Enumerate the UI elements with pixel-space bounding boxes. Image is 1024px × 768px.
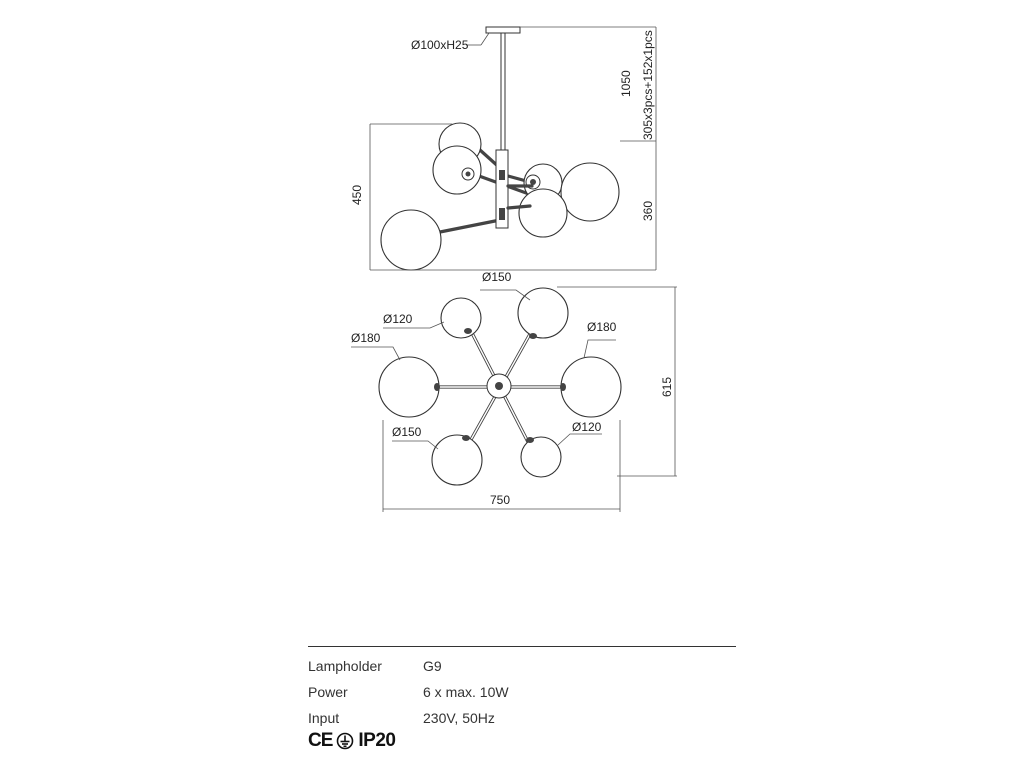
spec-value: G9 [423, 658, 442, 674]
spec-row-power: Power 6 x max. 10W [308, 679, 736, 705]
globe-top-lower-right [520, 436, 562, 478]
globe-label-lower-left: Ø150 [392, 425, 422, 439]
spec-table: Lampholder G9 Power 6 x max. 10W Input 2… [308, 646, 736, 731]
depth-615-label: 615 [660, 377, 674, 397]
ce-mark: CE [308, 730, 333, 751]
globe-top-left [378, 356, 440, 418]
spec-value: 6 x max. 10W [423, 684, 509, 700]
canopy-dimension-label: Ø100xH25 [411, 38, 469, 52]
globe-label-lower-right: Ø120 [572, 420, 602, 434]
globe-side-5 [518, 188, 568, 238]
globe-top-upper-left [440, 297, 482, 339]
height-360-label: 360 [641, 201, 655, 221]
ip-rating: IP20 [358, 730, 396, 751]
width-750-label: 750 [490, 493, 510, 507]
globe-side-2 [432, 145, 482, 195]
globe-top-lower-left [431, 434, 483, 486]
globe-label-upper-right: Ø150 [482, 270, 512, 284]
certification-marks: CE IP20 [308, 730, 396, 752]
globe-label-upper-left: Ø120 [383, 312, 413, 326]
globe-side-6 [380, 209, 442, 271]
top-view: Ø120 Ø150 Ø180 Ø180 Ø150 Ø120 750 615 [351, 270, 677, 512]
canopy [485, 26, 521, 34]
technical-drawing: Ø100xH25 450 [350, 26, 677, 512]
globe-top-right [560, 356, 622, 418]
spec-key: Lampholder [308, 658, 382, 674]
globe-top-upper-right [517, 287, 569, 339]
spec-row-input: Input 230V, 50Hz [308, 705, 736, 731]
spec-value: 230V, 50Hz [423, 710, 495, 726]
globe-side-4 [560, 162, 620, 222]
spec-divider [308, 646, 736, 647]
height-1050-label: 1050 [619, 70, 633, 97]
height-450-label: 450 [350, 185, 364, 205]
rod-config-label: 305x3pcs+152x1pcs [641, 30, 655, 140]
globe-label-left: Ø180 [351, 331, 381, 345]
globe-label-right: Ø180 [587, 320, 617, 334]
spec-key: Power [308, 684, 348, 700]
spec-key: Input [308, 710, 340, 726]
side-view: Ø100xH25 450 [350, 26, 657, 271]
earth-ground-icon [337, 732, 354, 750]
spec-row-lampholder: Lampholder G9 [308, 653, 736, 679]
